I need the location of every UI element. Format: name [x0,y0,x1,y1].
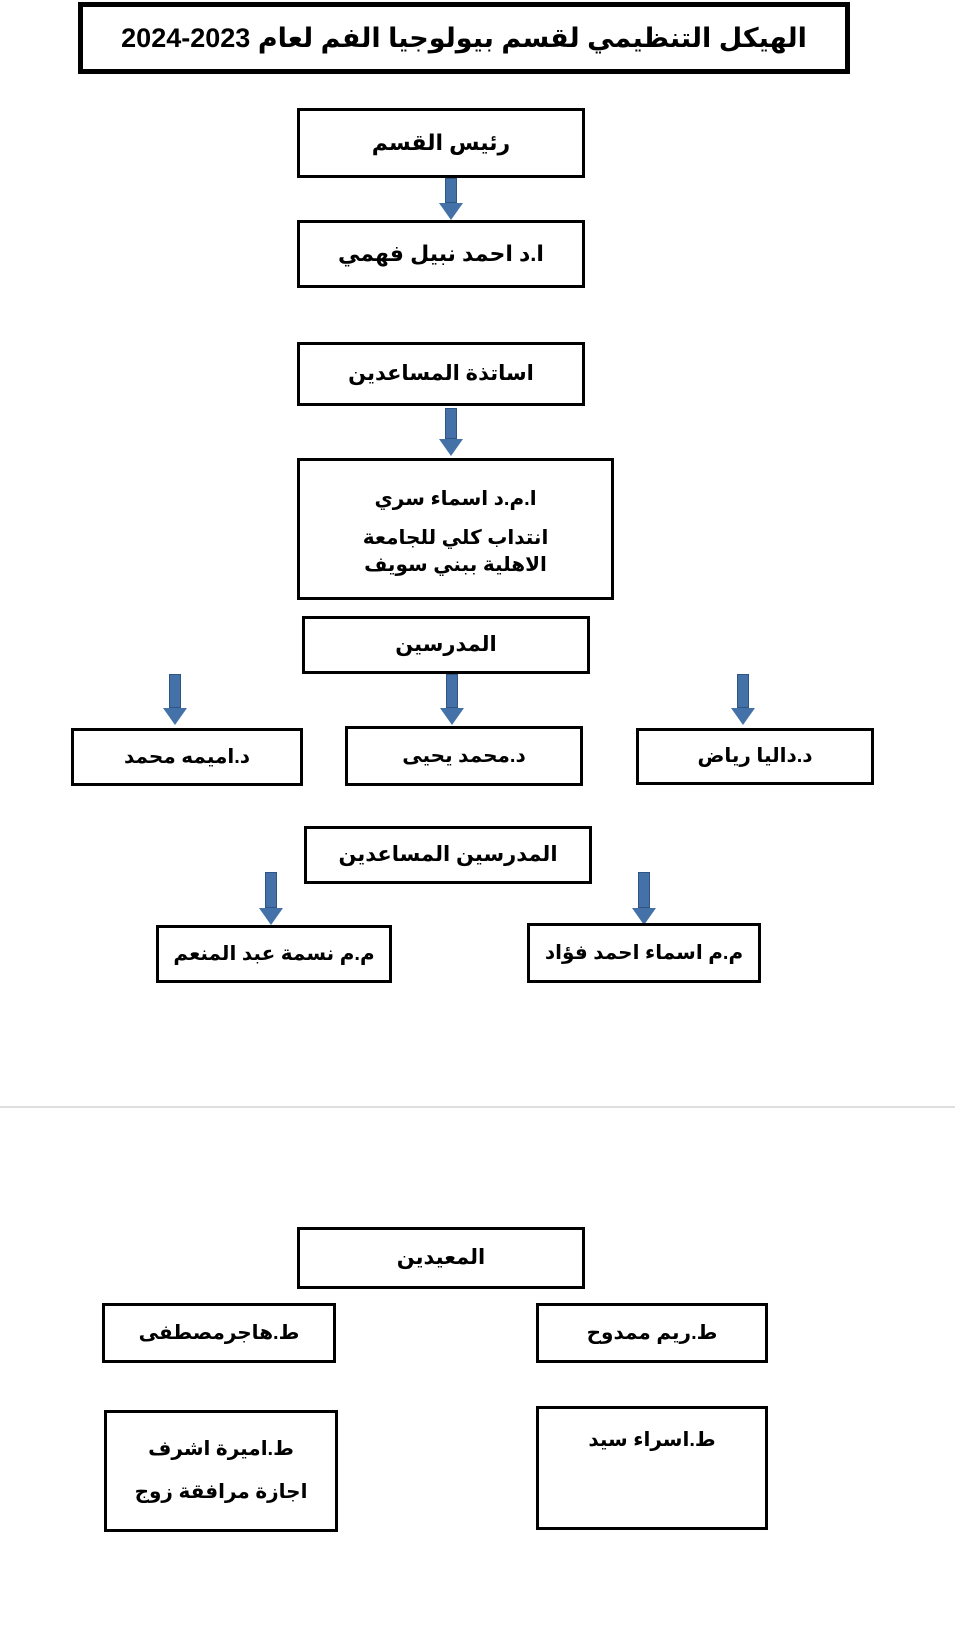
lecturer-3-text: د.داليا رياض [697,745,813,767]
lecturers-label-text: المدرسين [395,632,497,656]
arrow-to-assistant-lecturer-2 [632,872,656,928]
chart-title-banner: الهيكل التنظيمي لقسم بيولوجيا الفم لعام … [78,2,850,74]
assistant-lecturers-label-text: المدرسين المساعدين [338,842,558,866]
demonstrator-3-text: ط.اميرة اشرف [148,1438,294,1460]
arrow-head-to-name [439,178,463,220]
arrow-to-lecturer-2 [440,674,464,728]
lecturer-2-text: د.محمد يحيى [402,744,526,767]
assistant-professor-note-line-2: الاهلية ببني سويف [364,553,547,576]
lecturer-1-text: د.اميمه محمد [123,745,251,768]
node-assistant-lecturers-label: المدرسين المساعدين [304,826,592,884]
node-demonstrator-3: ط.اميرة اشرف اجازة مرافقة زوج [104,1410,338,1532]
demonstrator-2-text: ط.ريم ممدوح [586,1321,718,1344]
node-lecturer-3: د.داليا رياض [636,728,874,785]
head-of-department-name-text: ا.د احمد نبيل فهمي [338,241,544,267]
demonstrator-3-note-text: اجازة مرافقة زوج [134,1481,308,1503]
head-of-department-label-text: رئيس القسم [371,130,511,156]
node-demonstrator-4: ط.اسراء سيد [536,1406,768,1530]
node-demonstrator-2: ط.ريم ممدوح [536,1303,768,1363]
node-lecturer-2: د.محمد يحيى [345,726,583,786]
assistant-professor-note-line-1: انتداب كلي للجامعة [362,526,549,549]
assistant-professor-name-text: ا.م.د اسماء سري [374,487,537,510]
node-lecturers-label: المدرسين [302,616,590,674]
assistant-lecturer-1-text: م.م نسمة عبد المنعم [173,942,375,965]
demonstrator-4-text: ط.اسراء سيد [588,1429,716,1451]
page-title: الهيكل التنظيمي لقسم بيولوجيا الفم لعام … [121,22,807,53]
node-assistant-professor: ا.م.د اسماء سري انتداب كلي للجامعة الاهل… [297,458,614,600]
node-assistant-professors-label: اساتذة المساعدين [297,342,585,406]
node-demonstrators-label: المعيدين [297,1227,585,1289]
page-separator [0,1106,955,1108]
arrow-to-assistant-lecturer-1 [259,872,283,928]
node-assistant-lecturer-1: م.م نسمة عبد المنعم [156,925,392,983]
node-assistant-lecturer-2: م.م اسماء احمد فؤاد [527,923,761,983]
assistant-professors-label-text: اساتذة المساعدين [348,361,534,385]
node-lecturer-1: د.اميمه محمد [71,728,303,786]
node-head-of-department-name: ا.د احمد نبيل فهمي [297,220,585,288]
arrow-assistant-professors-to-name [439,408,463,458]
demonstrator-1-text: ط.هاجرمصطفى [138,1321,300,1344]
node-demonstrator-1: ط.هاجرمصطفى [102,1303,336,1363]
arrow-to-lecturer-3 [731,674,755,728]
demonstrators-label-text: المعيدين [396,1245,486,1269]
arrow-to-lecturer-1 [163,674,187,728]
node-head-of-department-label: رئيس القسم [297,108,585,178]
assistant-lecturer-2-text: م.م اسماء احمد فؤاد [544,941,744,964]
